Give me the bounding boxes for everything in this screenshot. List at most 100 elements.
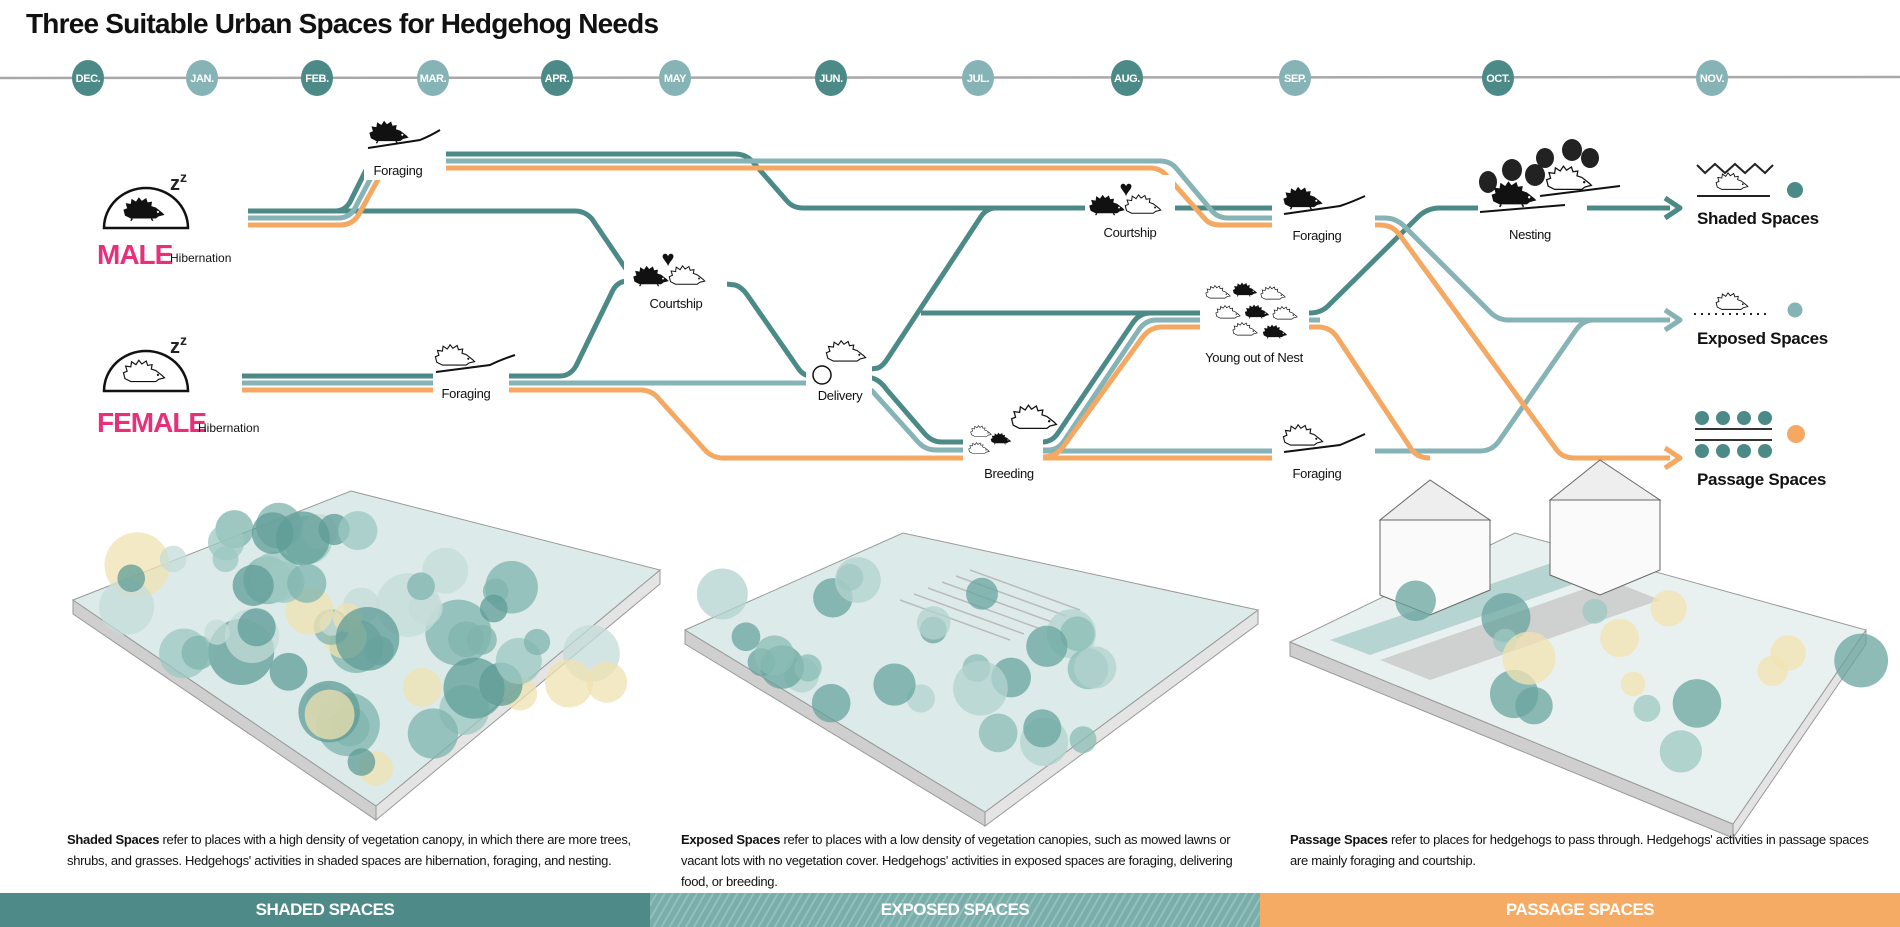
tree <box>269 652 308 691</box>
footer-exposed: EXPOSED SPACES <box>650 893 1260 927</box>
node-foraging-3: Foraging <box>1272 420 1375 482</box>
tree <box>99 579 155 635</box>
month-label: AUG. <box>1114 73 1140 85</box>
node-foraging-female: Foraging <box>433 342 516 404</box>
tree <box>1834 633 1889 688</box>
tree <box>204 619 230 645</box>
month-marker: DEC. <box>72 60 104 96</box>
tree <box>479 594 508 623</box>
tree <box>545 659 594 708</box>
month-label: OCT. <box>1486 73 1510 85</box>
tree <box>1074 646 1117 689</box>
tree <box>207 524 245 561</box>
flow-lines <box>242 151 1683 471</box>
tree <box>834 557 881 603</box>
tree <box>275 511 330 566</box>
month-marker: NOV. <box>1696 60 1728 96</box>
month-marker: MAR. <box>417 60 449 96</box>
month-label: NOV. <box>1700 73 1725 85</box>
tree <box>811 683 851 723</box>
tree <box>1757 655 1788 687</box>
tree <box>159 545 187 573</box>
tree <box>347 748 376 776</box>
month-marker: JAN. <box>186 60 218 96</box>
svg-text:Foraging: Foraging <box>1293 228 1342 243</box>
exposed-spaces-illustration <box>683 532 1260 827</box>
leaves-icon <box>1479 139 1599 193</box>
building <box>1548 459 1662 596</box>
node-courtship-1: ♥ Courtship <box>624 246 727 318</box>
svg-text:Foraging: Foraging <box>374 163 423 178</box>
month-label: MAY <box>664 73 687 85</box>
tree <box>1023 709 1062 748</box>
svg-text:Nesting: Nesting <box>1509 227 1551 242</box>
month-label: APR. <box>545 73 570 85</box>
tree <box>696 568 748 620</box>
tree <box>237 608 276 647</box>
tree <box>523 628 551 656</box>
month-marker: SEP. <box>1279 60 1311 96</box>
tree <box>117 564 146 593</box>
zigzag-canopy-hedgehog-icon <box>1696 162 1774 175</box>
month-label: MAR. <box>420 73 447 85</box>
node-young-out-of-nest: Young out of Nest <box>1200 282 1309 366</box>
tree <box>1481 592 1531 642</box>
month-marker: MAY <box>659 60 691 96</box>
tree <box>232 564 274 606</box>
stairs <box>941 581 1053 623</box>
tree <box>731 622 761 652</box>
exposed-flow <box>242 158 1670 454</box>
svg-text:Exposed Spaces: Exposed Spaces <box>1697 329 1828 348</box>
tree <box>586 661 628 703</box>
heart-icon: ♥ <box>1119 176 1132 201</box>
node-nesting: Nesting <box>1478 139 1621 245</box>
month-label: SEP. <box>1284 73 1306 85</box>
tree <box>1582 598 1608 624</box>
month-marker: FEB. <box>301 60 333 96</box>
tree <box>287 563 327 603</box>
tree <box>402 668 442 707</box>
footer-passage: PASSAGE SPACES <box>1260 893 1900 927</box>
stairs <box>969 569 1081 611</box>
month-label: FEB. <box>305 73 329 85</box>
legend-exposed: Exposed Spaces <box>1694 292 1828 348</box>
sleep-icon: zz <box>170 332 187 358</box>
node-delivery: Delivery <box>806 335 872 405</box>
page-title: Three Suitable Urban Spaces for Hedgehog… <box>26 8 659 39</box>
tree <box>1672 679 1722 728</box>
month-label: JUN. <box>819 73 843 85</box>
shaded-color-dot <box>1787 182 1803 198</box>
node-courtship-2: ♥ Courtship <box>1085 175 1175 241</box>
male-label: MALE <box>97 239 173 270</box>
tree <box>794 654 822 682</box>
tree <box>1395 580 1436 622</box>
svg-text:Passage Spaces: Passage Spaces <box>1697 470 1826 489</box>
passage-dots-icon <box>1695 411 1772 458</box>
exposed-arrow-icon <box>1663 307 1683 333</box>
svg-text:Young out of Nest: Young out of Nest <box>1205 350 1303 365</box>
twig-icon <box>1283 195 1366 215</box>
tree <box>966 577 998 610</box>
month-label: JUL. <box>967 73 990 85</box>
svg-text:Breeding: Breeding <box>984 466 1034 481</box>
exposed-description: Exposed Spaces refer to places with a lo… <box>681 832 1233 889</box>
exposed-color-dot <box>1787 302 1803 318</box>
month-marker: OCT. <box>1482 60 1514 96</box>
stairs <box>899 599 1011 641</box>
timeline-axis <box>0 75 1900 80</box>
passage-spaces-illustration <box>1288 459 1889 840</box>
female-label: FEMALE <box>97 407 206 438</box>
svg-text:Delivery: Delivery <box>818 388 863 403</box>
road <box>1330 560 1600 655</box>
sleep-icon: zz <box>170 169 187 195</box>
month-marker: APR. <box>541 60 573 96</box>
tree <box>754 635 795 676</box>
tree <box>1650 590 1687 627</box>
twig-icon <box>1283 433 1366 453</box>
svg-text:Foraging: Foraging <box>1293 466 1342 481</box>
passage-color-dot <box>1787 425 1805 443</box>
tree <box>1502 631 1556 685</box>
tree <box>304 689 355 740</box>
tree <box>1620 671 1646 697</box>
